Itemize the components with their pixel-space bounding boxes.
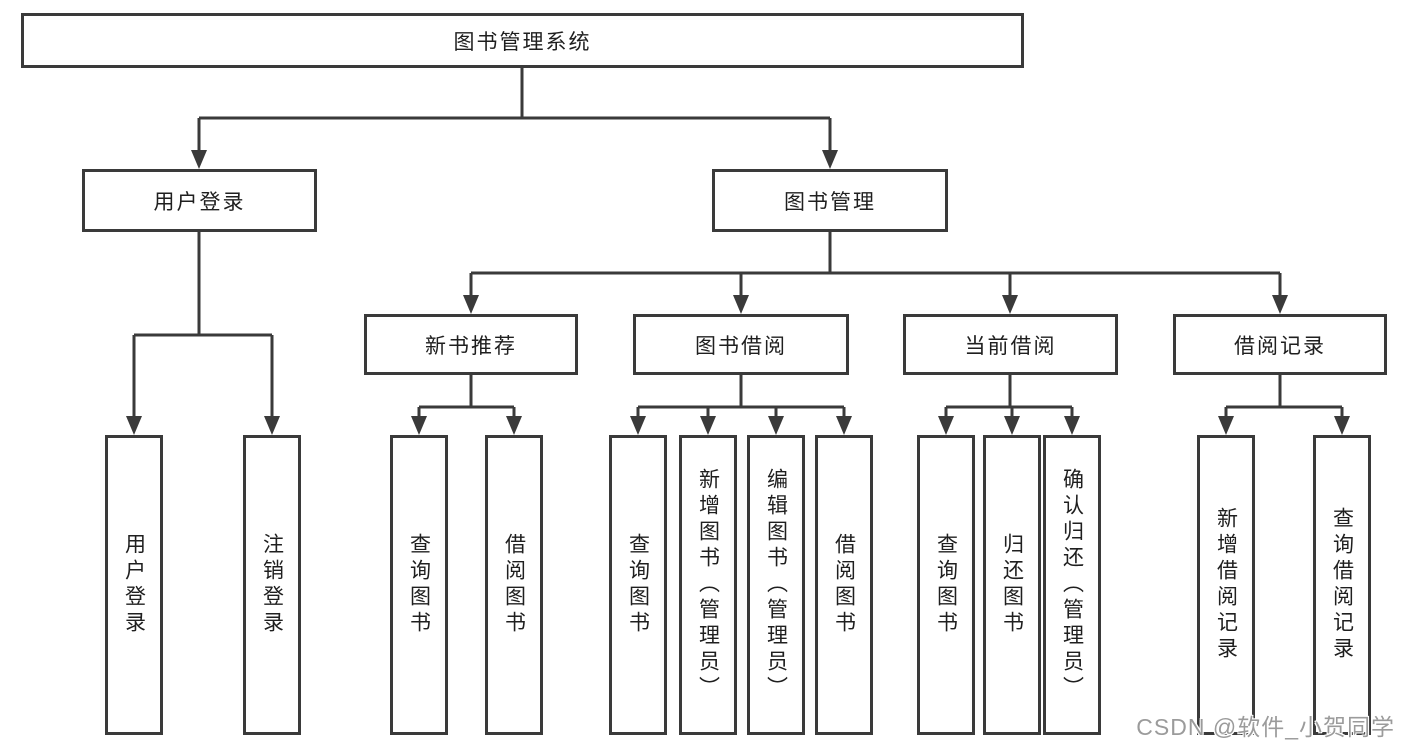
node-label: 图书管理: [784, 190, 876, 214]
node-label: 查询图书: [407, 533, 431, 637]
section-borrowing-records: 借阅记录: [1173, 314, 1387, 375]
node-label: 图书借阅: [695, 334, 787, 358]
leaf-query-books: 查询图书: [390, 435, 448, 735]
leaf-confirm-return-admin: 确认归还（管理员）: [1043, 435, 1101, 735]
node-label: 新书推荐: [425, 334, 517, 358]
node-label: 借阅记录: [1234, 334, 1326, 358]
node-label: 查询图书: [934, 533, 958, 637]
leaf-edit-books-admin: 编辑图书（管理员）: [747, 435, 805, 735]
section-current-borrowing: 当前借阅: [903, 314, 1118, 375]
node-label: 注销登录: [260, 533, 284, 637]
node-label: 用户登录: [122, 533, 146, 637]
node-label: 图书管理系统: [453, 30, 592, 54]
section-new-book-recommendation: 新书推荐: [364, 314, 578, 375]
csdn-watermark: CSDN @软件_小贺同学: [1136, 714, 1395, 740]
leaf-user-login: 用户登录: [105, 435, 163, 735]
node-label: 借阅图书: [832, 533, 856, 637]
leaf-add-borrow-record: 新增借阅记录: [1197, 435, 1255, 735]
node-label: 查询图书: [626, 533, 650, 637]
section-book-borrowing: 图书借阅: [633, 314, 849, 375]
node-label: 用户登录: [153, 190, 246, 214]
leaf-return-books: 归还图书: [983, 435, 1041, 735]
node-label: 归还图书: [1000, 533, 1024, 637]
node-label: 新增借阅记录: [1214, 507, 1238, 663]
leaf-query-books: 查询图书: [917, 435, 975, 735]
leaf-add-books-admin: 新增图书（管理员）: [679, 435, 737, 735]
leaf-query-borrow-record: 查询借阅记录: [1313, 435, 1371, 735]
node-label: 借阅图书: [502, 533, 526, 637]
root-node-library-management-system: 图书管理系统: [21, 13, 1024, 68]
node-label: 当前借阅: [964, 334, 1057, 358]
leaf-query-books: 查询图书: [609, 435, 667, 735]
leaf-borrow-books: 借阅图书: [485, 435, 543, 735]
leaf-borrow-books: 借阅图书: [815, 435, 873, 735]
node-label: 确认归还（管理员）: [1060, 468, 1084, 702]
branch-book-management: 图书管理: [712, 169, 948, 232]
branch-user-login: 用户登录: [82, 169, 317, 232]
node-label: 新增图书（管理员）: [696, 468, 720, 702]
node-label: 编辑图书（管理员）: [764, 468, 788, 702]
node-label: 查询借阅记录: [1330, 507, 1354, 663]
leaf-logout: 注销登录: [243, 435, 301, 735]
